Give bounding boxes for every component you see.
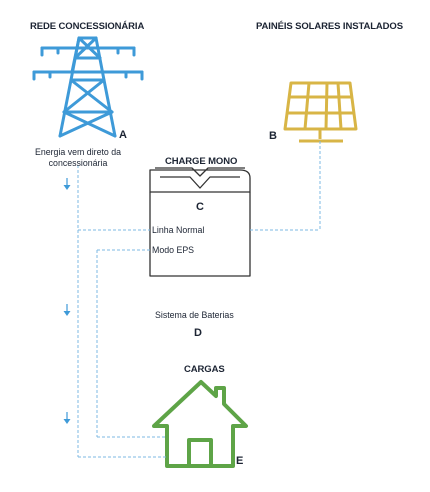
- arrow-down-icon: [63, 304, 71, 316]
- loads-letter: E: [236, 455, 244, 467]
- arrow-down-icon: [63, 178, 71, 190]
- inverter-icon: [149, 167, 251, 277]
- battery-letter: D: [194, 327, 202, 339]
- connector-lines: [77, 141, 321, 458]
- battery-label: Sistema de Baterias: [155, 310, 234, 320]
- eps-mode-label: Modo EPS: [152, 245, 195, 255]
- loads-title: CARGAS: [184, 364, 225, 375]
- grid-letter: A: [119, 129, 127, 141]
- solar-letter: B: [269, 130, 277, 142]
- grid-title: REDE CONCESSIONÁRIA: [30, 21, 145, 32]
- grid-description-line1: Energia vem direto da: [34, 147, 122, 157]
- inverter-title: CHARGE MONO: [165, 156, 238, 167]
- line-normal-label: Linha Normal: [152, 225, 205, 235]
- solar-panel-icon: [283, 81, 358, 143]
- house-icon: [152, 380, 248, 468]
- flow-arrows: [63, 178, 71, 424]
- grid-description-line2: concessionária: [48, 158, 108, 168]
- arrow-down-icon: [63, 412, 71, 424]
- inverter-letter: C: [196, 201, 204, 213]
- transmission-tower-icon: [32, 36, 144, 138]
- solar-title: PAINÉIS SOLARES INSTALADOS: [256, 21, 403, 32]
